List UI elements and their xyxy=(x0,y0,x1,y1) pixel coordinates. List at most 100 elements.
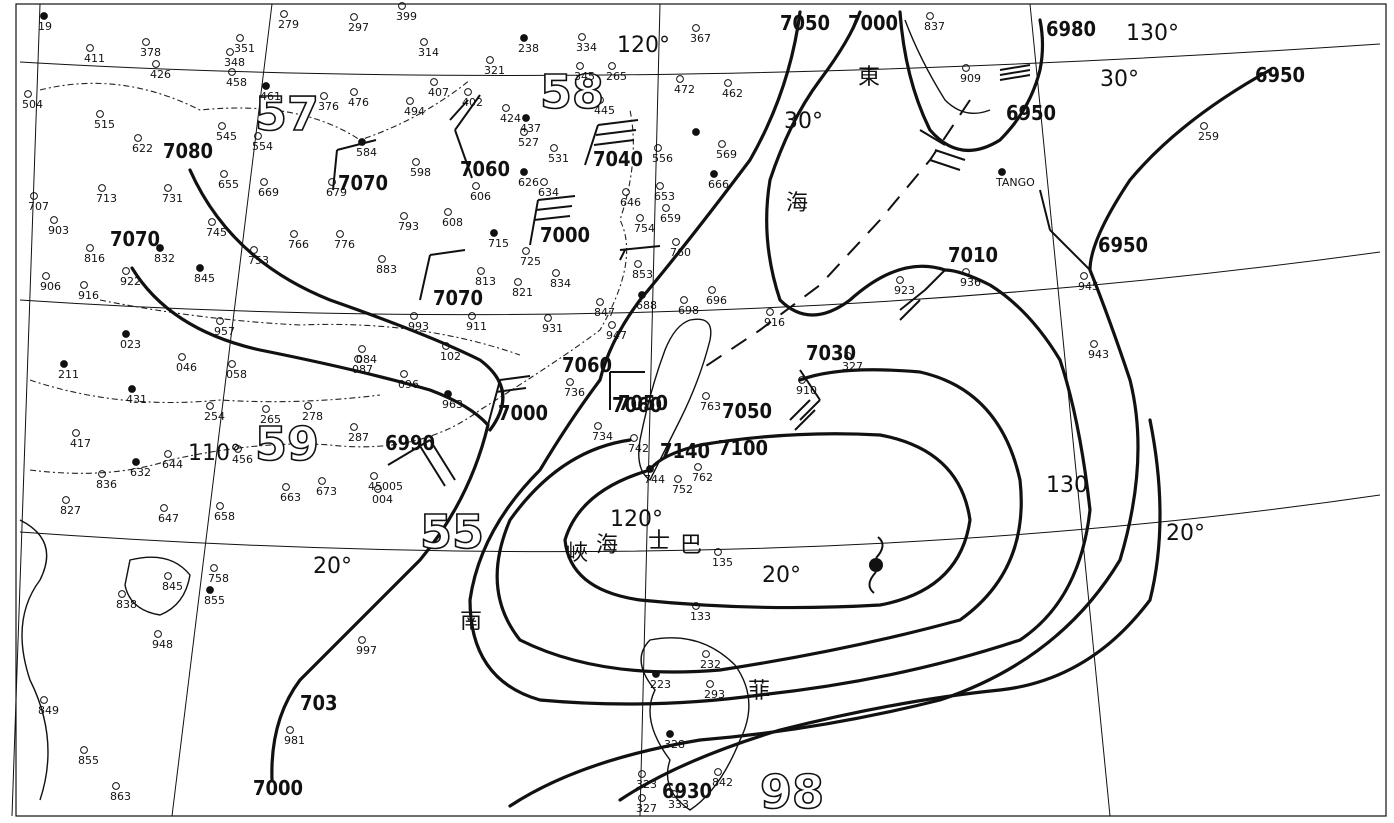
station-marker xyxy=(378,255,386,263)
place-label: 士 xyxy=(648,529,670,554)
station-marker xyxy=(552,269,560,277)
contour-label: 7070 xyxy=(433,286,483,310)
station-marker xyxy=(410,312,418,320)
station-marker xyxy=(714,548,722,556)
vietnam-coast xyxy=(19,519,49,801)
station-marker xyxy=(666,730,674,738)
station-value: 314 xyxy=(418,46,439,59)
station-value: 753 xyxy=(248,254,269,267)
station-value: 731 xyxy=(162,192,183,205)
region-number: 57 xyxy=(255,87,319,141)
station-marker xyxy=(576,62,584,70)
station-value: 646 xyxy=(620,196,641,209)
station-value: 762 xyxy=(692,471,713,484)
station-marker xyxy=(350,423,358,431)
station-value: 456 xyxy=(232,453,253,466)
station-marker xyxy=(608,62,616,70)
station-marker xyxy=(98,184,106,192)
station-marker xyxy=(714,768,722,776)
station-marker xyxy=(566,378,574,386)
station-marker xyxy=(477,267,485,275)
station-value: 736 xyxy=(564,386,585,399)
graticule-label: 20° xyxy=(313,554,352,579)
station-value: 863 xyxy=(110,790,131,803)
station-marker xyxy=(262,405,270,413)
contour-label: 7070 xyxy=(338,171,388,195)
station-marker xyxy=(216,317,224,325)
station-marker xyxy=(260,178,268,186)
station-marker xyxy=(926,12,934,20)
station-marker xyxy=(254,132,262,140)
station-marker xyxy=(522,247,530,255)
station-marker xyxy=(596,96,604,104)
station-value: 707 xyxy=(28,200,49,213)
station-value: 922 xyxy=(120,275,141,288)
contour-label: 7060 xyxy=(612,393,662,417)
longitude-110-line xyxy=(171,3,273,817)
station-value: 606 xyxy=(470,190,491,203)
station-marker xyxy=(544,314,552,322)
station-value: 333 xyxy=(668,798,689,811)
station-value: 102 xyxy=(440,350,461,363)
inner-border-2 xyxy=(29,379,381,403)
station-value: 816 xyxy=(84,252,105,265)
region-number: 59 xyxy=(255,417,319,471)
station-marker xyxy=(218,122,226,130)
region-number: 55 xyxy=(420,505,484,559)
station-value: 462 xyxy=(722,87,743,100)
station-marker xyxy=(710,170,718,178)
station-marker xyxy=(40,12,48,20)
station-value: 855 xyxy=(204,594,225,607)
station-value: 688 xyxy=(636,299,657,312)
station-marker xyxy=(250,246,258,254)
station-marker xyxy=(638,291,646,299)
station-value: 945 xyxy=(1078,280,1099,293)
station-marker xyxy=(766,308,774,316)
station-marker xyxy=(702,650,710,658)
station-marker xyxy=(96,110,104,118)
station-marker xyxy=(578,33,586,41)
china-coast xyxy=(29,109,634,474)
station-marker xyxy=(280,10,288,18)
contour-label: 7000 xyxy=(848,11,898,35)
region-number: 98 xyxy=(760,765,824,819)
wind-barbs xyxy=(332,64,1091,487)
taiwan-island xyxy=(638,318,712,482)
station-value: 323 xyxy=(636,778,657,791)
station-value: 906 xyxy=(40,280,61,293)
station-marker xyxy=(328,178,336,186)
contour-label: 7000 xyxy=(540,223,590,247)
station-value: 424 xyxy=(500,112,521,125)
station-value: 666 xyxy=(708,178,729,191)
station-value: 834 xyxy=(550,277,571,290)
station-marker xyxy=(358,636,366,644)
station-value: 849 xyxy=(38,704,59,717)
station-value: 981 xyxy=(284,734,305,747)
station-marker xyxy=(206,402,214,410)
station-value: 963 xyxy=(442,398,463,411)
station-value: 096 xyxy=(398,378,419,391)
station-marker xyxy=(962,268,970,276)
station-marker xyxy=(468,312,476,320)
station-marker xyxy=(630,434,638,442)
station-value: 754 xyxy=(634,222,655,235)
station-value: 903 xyxy=(48,224,69,237)
station-marker xyxy=(998,168,1006,176)
station-value: 378 xyxy=(140,46,161,59)
station-marker xyxy=(656,182,664,190)
station-value: 947 xyxy=(606,329,627,342)
contour-label: 7060 xyxy=(460,157,510,181)
station-value: 923 xyxy=(894,284,915,297)
place-label: 海 xyxy=(596,533,618,558)
wind-barb xyxy=(789,369,821,431)
station-marker xyxy=(40,696,48,704)
station-value: 351 xyxy=(234,42,255,55)
station-marker xyxy=(400,212,408,220)
station-marker xyxy=(72,429,80,437)
station-value: 909 xyxy=(960,72,981,85)
station-value: 046 xyxy=(176,361,197,374)
station-marker xyxy=(420,38,428,46)
station-marker xyxy=(540,178,548,186)
station-value: 211 xyxy=(58,368,79,381)
